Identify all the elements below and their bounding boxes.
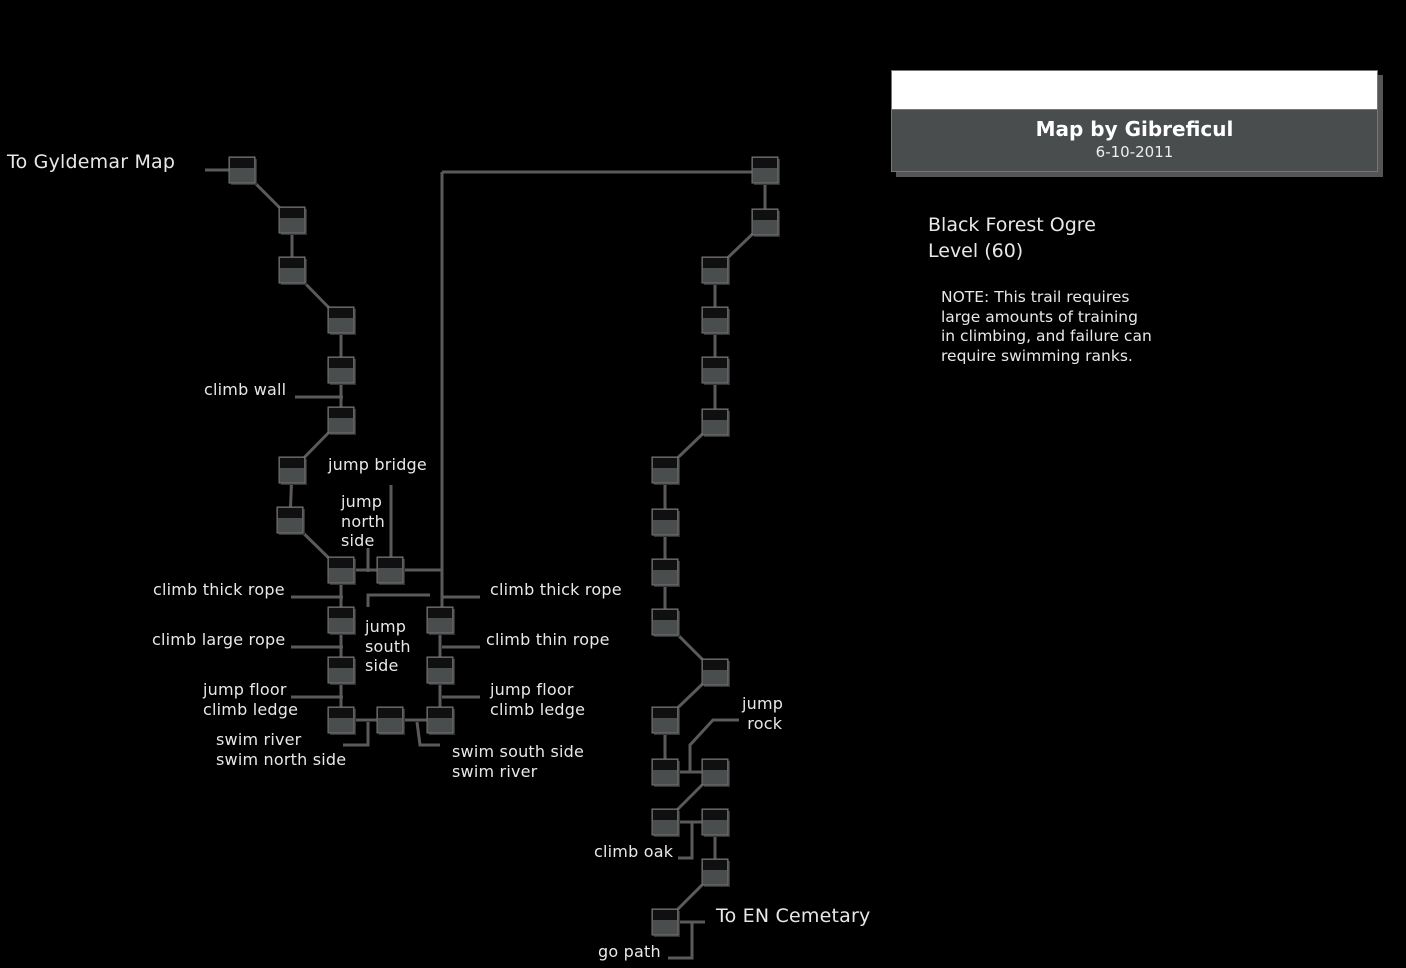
room-node[interactable] bbox=[701, 256, 730, 285]
path-segment bbox=[366, 593, 430, 607]
room-node[interactable] bbox=[376, 706, 405, 735]
path-segment bbox=[668, 922, 694, 960]
label-jump-south-side: jump south side bbox=[365, 617, 411, 675]
label-climb-wall: climb wall bbox=[204, 380, 287, 399]
room-node[interactable] bbox=[376, 556, 405, 585]
label-climb-large-rope: climb large rope bbox=[152, 630, 286, 649]
room-node[interactable] bbox=[327, 356, 356, 385]
creature-level: Level (60) bbox=[928, 240, 1024, 262]
label-jump-floor-left: jump floor climb ledge bbox=[203, 680, 299, 719]
room-node[interactable] bbox=[651, 808, 680, 837]
room-node[interactable] bbox=[751, 208, 780, 237]
room-node[interactable] bbox=[701, 758, 730, 787]
label-jump-floor-right: jump floor climb ledge bbox=[490, 680, 586, 719]
room-node[interactable] bbox=[701, 858, 730, 887]
path-segment bbox=[688, 718, 739, 772]
room-node[interactable] bbox=[327, 406, 356, 435]
exit-to-en-cemetary[interactable]: To EN Cemetary bbox=[716, 905, 871, 927]
room-node[interactable] bbox=[751, 156, 780, 185]
room-node[interactable] bbox=[228, 156, 257, 185]
path-segment bbox=[678, 822, 694, 860]
label-climb-thin-rope: climb thin rope bbox=[486, 630, 610, 649]
room-node[interactable] bbox=[327, 556, 356, 585]
label-go-path: go path bbox=[598, 942, 661, 961]
room-node[interactable] bbox=[651, 758, 680, 787]
room-node[interactable] bbox=[278, 206, 307, 235]
room-node[interactable] bbox=[701, 808, 730, 837]
room-node[interactable] bbox=[701, 356, 730, 385]
room-node[interactable] bbox=[327, 606, 356, 635]
room-node[interactable] bbox=[651, 908, 680, 937]
room-node[interactable] bbox=[651, 558, 680, 587]
label-jump-bridge: jump bridge bbox=[328, 455, 427, 474]
room-node[interactable] bbox=[327, 706, 356, 735]
title-banner bbox=[891, 70, 1378, 110]
room-node[interactable] bbox=[426, 706, 455, 735]
room-node[interactable] bbox=[701, 306, 730, 335]
label-climb-thick-rope-right: climb thick rope bbox=[490, 580, 622, 599]
room-node[interactable] bbox=[278, 256, 307, 285]
label-jump-rock: jump rock bbox=[742, 694, 784, 733]
creature-info: Black Forest Ogre Level (60) bbox=[928, 212, 1096, 264]
room-node[interactable] bbox=[426, 656, 455, 685]
room-node[interactable] bbox=[651, 706, 680, 735]
room-node[interactable] bbox=[327, 656, 356, 685]
label-climb-oak: climb oak bbox=[594, 842, 674, 861]
trail-note: NOTE: This trail requires large amounts … bbox=[941, 288, 1152, 365]
exit-to-gyldemar[interactable]: To Gyldemar Map bbox=[7, 151, 176, 173]
label-jump-north-side: jump north side bbox=[341, 492, 385, 550]
label-climb-thick-rope-left: climb thick rope bbox=[153, 580, 285, 599]
room-node[interactable] bbox=[651, 608, 680, 637]
room-node[interactable] bbox=[651, 456, 680, 485]
room-node[interactable] bbox=[327, 306, 356, 335]
creature-name: Black Forest Ogre bbox=[928, 214, 1096, 236]
path-segment bbox=[415, 721, 440, 747]
room-node[interactable] bbox=[701, 658, 730, 687]
label-swim-right: swim south side swim river bbox=[452, 742, 585, 781]
map-title-box: Aradhul Road Map by Gibreficul 6-10-2011 bbox=[891, 70, 1378, 172]
room-node[interactable] bbox=[278, 456, 307, 485]
label-swim-left: swim river swim north side bbox=[216, 730, 347, 769]
map-title: Aradhul Road bbox=[1008, 77, 1261, 116]
map-author: Map by Gibreficul bbox=[1035, 117, 1234, 141]
room-node[interactable] bbox=[651, 508, 680, 537]
room-node[interactable] bbox=[701, 408, 730, 437]
room-node[interactable] bbox=[276, 506, 305, 535]
path-segment bbox=[343, 722, 370, 747]
room-node[interactable] bbox=[426, 606, 455, 635]
map-date: 6-10-2011 bbox=[1095, 143, 1174, 161]
title-footer bbox=[891, 110, 1378, 172]
